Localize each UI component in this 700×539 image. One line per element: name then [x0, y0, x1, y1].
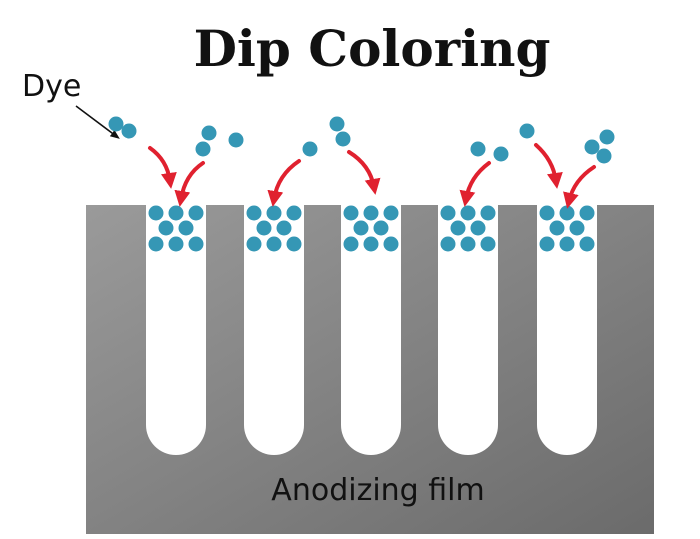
- dye-molecule: [188, 236, 204, 252]
- pore-5: [537, 205, 597, 455]
- dye-molecule: [266, 236, 282, 252]
- dye-molecule: [450, 220, 466, 236]
- dye-molecule: [256, 220, 272, 236]
- pores: [146, 205, 597, 455]
- dye-molecule: [195, 141, 211, 157]
- dye-molecule: [493, 146, 509, 162]
- dye-molecule: [178, 220, 194, 236]
- dye-molecule: [168, 205, 184, 221]
- dye-molecule: [329, 116, 345, 132]
- film-label: Anodizing film: [271, 473, 484, 508]
- pore-dye-cluster-5: [539, 205, 595, 252]
- dye-pointer-arrow: [75, 105, 120, 139]
- free-dye-molecules: [108, 116, 615, 164]
- dye-molecule: [596, 148, 612, 164]
- dye-molecule: [343, 236, 359, 252]
- dye-molecule: [266, 205, 282, 221]
- dye-molecule: [373, 220, 389, 236]
- dye-molecule: [383, 236, 399, 252]
- dye-molecule: [302, 141, 318, 157]
- dye-molecule: [148, 205, 164, 221]
- dye-molecule: [286, 236, 302, 252]
- dye-label: Dye: [22, 69, 81, 104]
- dye-molecule: [168, 236, 184, 252]
- dye-molecule: [158, 220, 174, 236]
- dye-molecule: [579, 205, 595, 221]
- dye-molecule: [201, 125, 217, 141]
- pore-3: [341, 205, 401, 455]
- pore-dye-cluster-4: [440, 205, 496, 252]
- dye-molecule: [188, 205, 204, 221]
- dye-molecule: [470, 141, 486, 157]
- dye-molecule: [121, 123, 137, 139]
- dye-molecule: [286, 205, 302, 221]
- dye-molecule: [108, 116, 124, 132]
- dye-molecule: [246, 205, 262, 221]
- absorption-arrow: [148, 146, 177, 189]
- dye-molecule: [363, 205, 379, 221]
- dye-molecule: [584, 139, 600, 155]
- dye-molecule: [460, 205, 476, 221]
- dye-molecule: [343, 205, 359, 221]
- absorption-arrows: [148, 143, 596, 209]
- dye-molecule: [539, 236, 555, 252]
- diagram-title: Dip Coloring: [194, 19, 551, 78]
- absorption-arrow: [534, 143, 563, 189]
- dye-molecule: [440, 205, 456, 221]
- pore-2: [244, 205, 304, 455]
- dye-molecule: [549, 220, 565, 236]
- dye-molecule: [228, 132, 244, 148]
- absorption-arrow: [267, 159, 301, 207]
- pore-1: [146, 205, 206, 455]
- dye-molecule: [246, 236, 262, 252]
- dye-molecule: [383, 205, 399, 221]
- dye-molecule: [559, 236, 575, 252]
- absorption-arrow: [459, 161, 491, 207]
- dye-molecule: [148, 236, 164, 252]
- dye-molecule: [569, 220, 585, 236]
- dye-molecule: [363, 236, 379, 252]
- dye-molecule: [335, 131, 351, 147]
- pore-dye-cluster-1: [148, 205, 204, 252]
- absorption-arrow: [174, 161, 205, 207]
- dye-molecule: [539, 205, 555, 221]
- pore-dye-cluster-3: [343, 205, 399, 252]
- dye-molecule: [470, 220, 486, 236]
- absorption-arrow: [563, 165, 596, 209]
- pore-4: [438, 205, 498, 455]
- dye-molecule: [440, 236, 456, 252]
- dye-molecule: [480, 205, 496, 221]
- pore-dye-cluster-2: [246, 205, 302, 252]
- dye-molecule: [460, 236, 476, 252]
- dye-molecule: [579, 236, 595, 252]
- dye-molecule: [353, 220, 369, 236]
- dye-molecule: [480, 236, 496, 252]
- dye-molecule: [559, 205, 575, 221]
- dye-molecule: [519, 123, 535, 139]
- dye-molecule: [599, 129, 615, 145]
- absorption-arrow: [347, 150, 381, 195]
- dye-molecule: [276, 220, 292, 236]
